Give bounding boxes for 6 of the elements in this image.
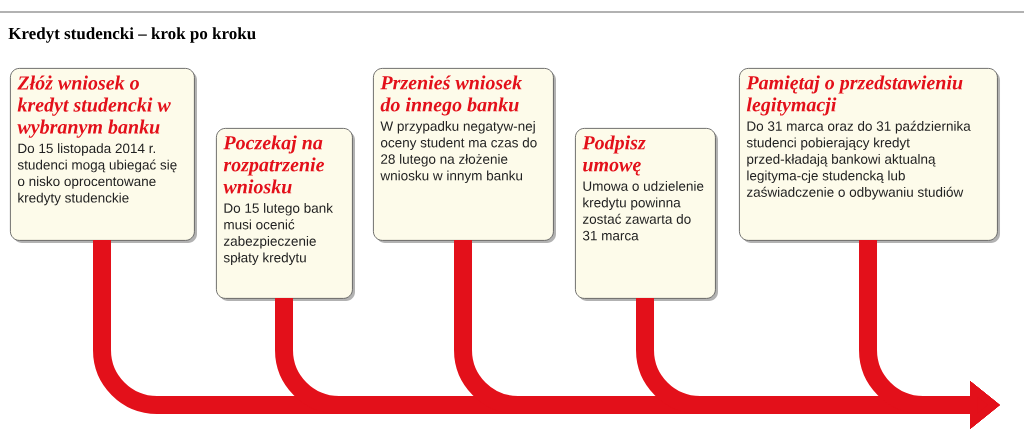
step-box: Przenieś wniosek do innego banku W przypadku negatyw-nej oceny student ma czas do 28 lutego na złożenie wniosku w innym banku (373, 68, 556, 243)
step-box: Podpisz umowę Umowa o udzielenie kredytu powinna zostać zawarta do 31 marca (575, 128, 718, 301)
title: Kredyt studencki – krok po kroku (8, 27, 256, 43)
step-box: Poczekaj na rozpatrzenie wniosku Do 15 lutego bank musi ocenić zabezpieczenie spłaty kredytu (216, 128, 355, 301)
step-box: Pamiętaj o przedstawieniu legitymacji Do 31 marca oraz do 31 października studenci pobierający kredyt przed-kładają bankowi aktualną legityma-cje studencką lub zaświadczenie o odbywaniu studiów (739, 68, 1000, 243)
step-box: Złóż wniosek o kredyt studencki w wybranym banku Do 15 listopada 2014 r. studenci mogą ubiegać się o nisko oprocentowane kredyty studenckie (10, 68, 197, 243)
